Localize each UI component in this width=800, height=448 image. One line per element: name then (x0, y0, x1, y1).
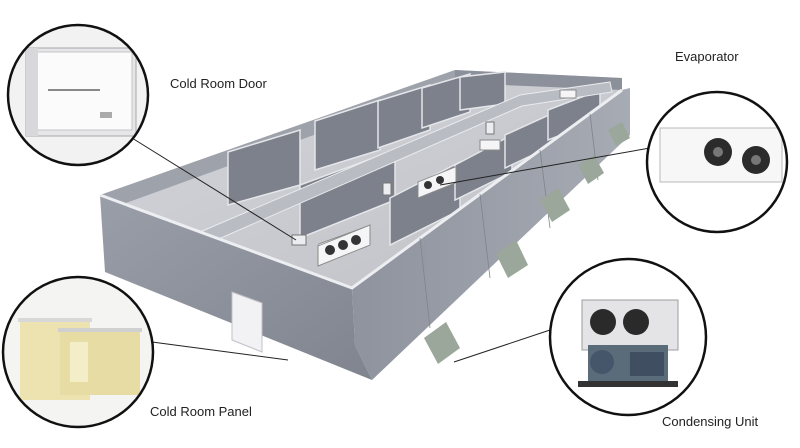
label-cold-room-door: Cold Room Door (170, 76, 267, 91)
callout-condensing-unit (548, 257, 708, 417)
room-partitions (227, 71, 601, 247)
front-outer-wall (352, 88, 630, 380)
condensing-supports (424, 122, 630, 364)
wall-top-rim (99, 88, 623, 290)
callout-panel (1, 275, 155, 429)
label-condensing-unit: Condensing Unit (662, 414, 759, 429)
cold-room-building (99, 70, 630, 380)
callout-door (6, 23, 150, 167)
callout-evaporator (645, 90, 789, 234)
label-cold-room-panel: Cold Room Panel (150, 404, 252, 419)
interior-evaporators (317, 89, 577, 267)
interior-doors (291, 121, 495, 246)
leader-lines (131, 137, 651, 363)
left-outer-wall (100, 195, 372, 380)
label-evaporator: Evaporator (675, 49, 739, 64)
exterior-door (231, 291, 263, 353)
